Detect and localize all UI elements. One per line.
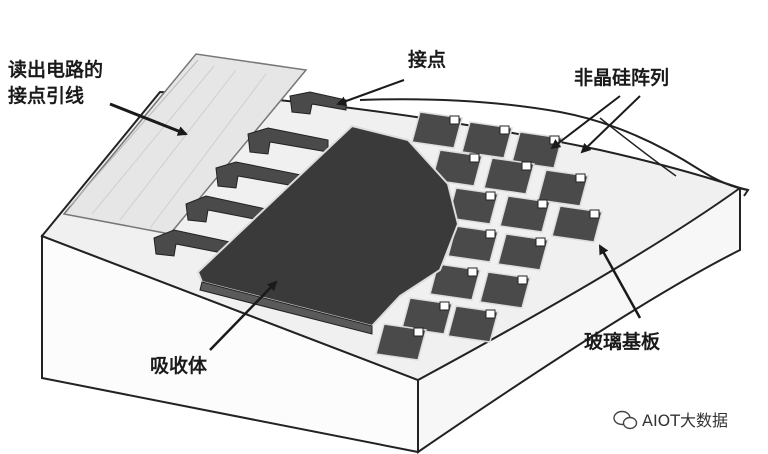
wechat-icon [613, 410, 638, 430]
pixel-contact-pad [517, 275, 528, 285]
readout-lead-strip [62, 53, 308, 235]
pixel-contact-pad [413, 327, 424, 337]
watermark-text: AIOT大数据 [642, 411, 728, 430]
label-readout-line1: 读出电路的 [8, 58, 103, 81]
pixel-contact-pad [469, 153, 480, 163]
absorber-plate [196, 124, 460, 335]
leader-arrows [109, 79, 642, 351]
pixel-contact-pad [589, 209, 600, 219]
watermark: AIOT大数据 [613, 410, 728, 430]
pixel-contact-pad [485, 191, 496, 201]
pixel-contact-pad [485, 229, 496, 239]
label-readout-line2: 接点引线 [8, 84, 84, 107]
label-absorber: 吸收体 [150, 354, 208, 377]
label-asi-array: 非晶硅阵列 [574, 66, 669, 89]
pixel-contact-pad [439, 301, 450, 311]
label-glass-substrate: 玻璃基板 [584, 330, 661, 353]
label-contact: 接点 [408, 49, 446, 71]
pixel-contact-pad [449, 115, 460, 125]
pixel-contact-pad [485, 309, 496, 319]
pixel-contact-pad [467, 267, 478, 277]
pixel-contact-pad [535, 237, 546, 247]
pixel-contact-pad [499, 125, 510, 135]
pixel-contact-pad [537, 199, 548, 209]
pixel-contact-pad [521, 161, 532, 171]
pixel-contact-pad [575, 173, 586, 183]
